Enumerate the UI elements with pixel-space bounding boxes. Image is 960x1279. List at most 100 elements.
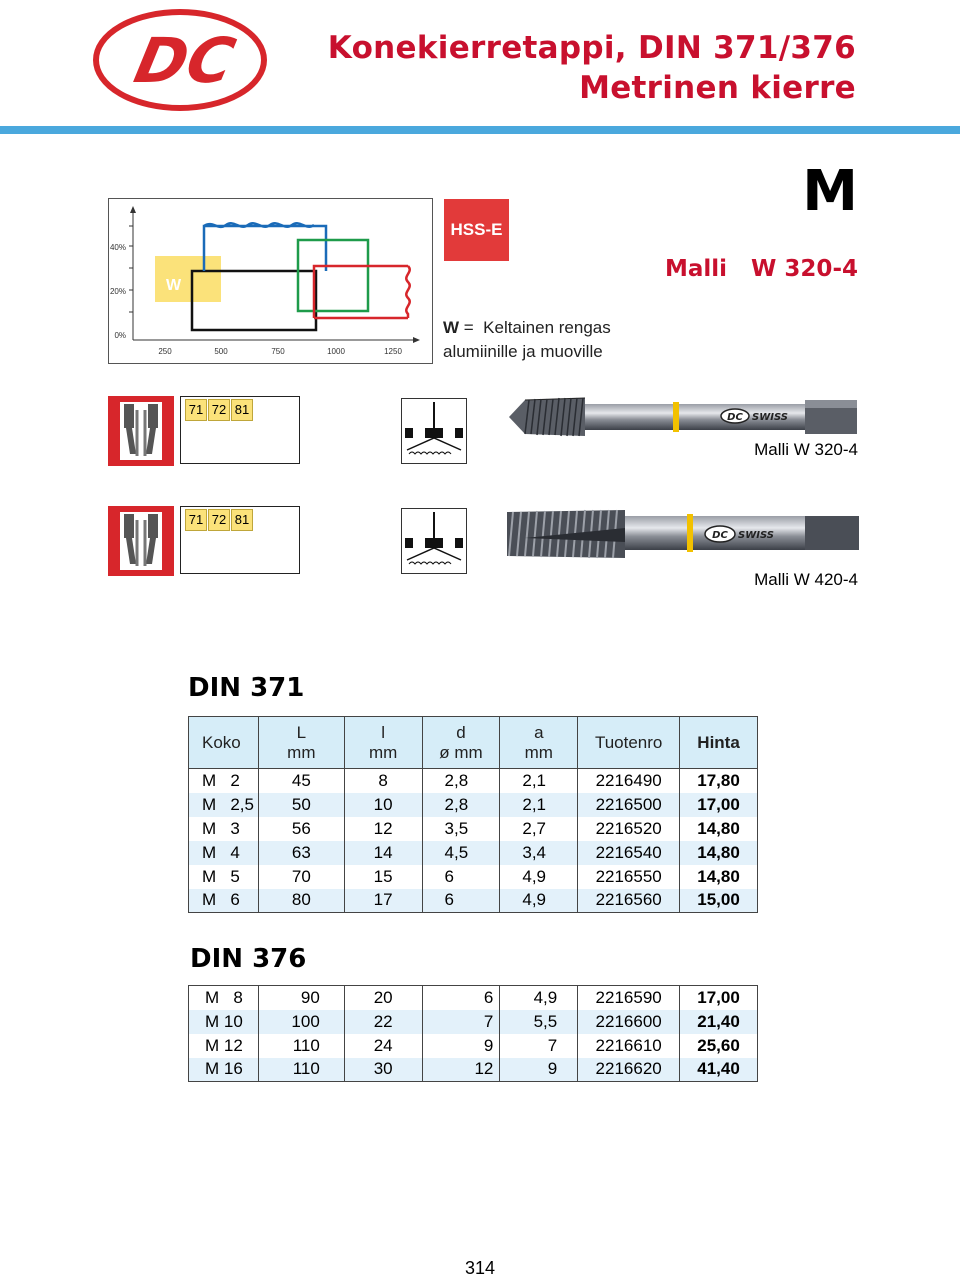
cell-a: 2,1 — [499, 768, 578, 793]
cell-d: 7 — [421, 1009, 500, 1034]
x-tick-250: 250 — [158, 347, 172, 356]
cell-koko: M 2 — [202, 770, 240, 790]
material-code: 81 — [231, 509, 253, 531]
cell-koko: M 2,5 — [188, 792, 259, 817]
cell-tuotenro: 2216560 — [577, 888, 680, 913]
tap-profile-icon — [108, 396, 174, 466]
w-note-key: W — [443, 318, 460, 337]
header-rule — [0, 126, 960, 134]
cell-koko: M 6 — [188, 888, 259, 913]
tap-chamfer-diagram-icon — [401, 508, 467, 574]
col-l-unit: mm — [368, 742, 398, 762]
cell-L: 80 — [257, 888, 345, 913]
cell-L: 63 — [257, 840, 345, 865]
cell-d: 6 — [421, 864, 500, 889]
cell-L: 45 — [257, 768, 345, 793]
cell-koko: M 12 — [205, 1035, 243, 1055]
cell-tuotenro: 2216500 — [577, 792, 680, 817]
cell-a: 7 — [499, 1033, 578, 1058]
w-note: W = Keltainen rengas alumiinille ja muov… — [443, 316, 611, 364]
product-label: Malli W 320-4 — [754, 440, 858, 459]
cell-a: 3,4 — [499, 840, 578, 865]
cell-tuotenro: 2216490 — [577, 768, 680, 793]
y-tick-0: 0% — [114, 331, 126, 340]
tap-profile-icon — [108, 506, 174, 576]
thread-type-letter: M — [802, 159, 858, 224]
cell-hinta: 17,80 — [679, 768, 758, 793]
material-code: 71 — [185, 399, 207, 421]
cell-L: 50 — [257, 792, 345, 817]
tap-image-w420: DC SWISS — [505, 498, 861, 564]
col-a-label: a — [534, 722, 544, 742]
w-note-line1: W = Keltainen rengas — [443, 316, 611, 340]
x-tick-500: 500 — [214, 347, 228, 356]
cell-a: 2,7 — [499, 816, 578, 841]
cell-a: 4,9 — [499, 864, 578, 889]
tap-brand-suffix: SWISS — [738, 530, 774, 541]
cell-koko: M 10 — [188, 1009, 259, 1034]
material-code-box: 71 72 81 — [180, 506, 300, 574]
cell-tuotenro: 2216540 — [577, 840, 680, 865]
logo-text: DC — [129, 25, 241, 97]
col-a-unit: mm — [524, 742, 553, 762]
cell-L: 110 — [257, 1033, 345, 1058]
cell-L: 100 — [257, 1009, 345, 1034]
w-area — [155, 256, 221, 302]
cell-tuotenro: 2216550 — [577, 864, 680, 889]
y-tick-20: 20% — [110, 287, 126, 296]
cell-hinta: 15,00 — [679, 888, 758, 913]
cell-L: 110 — [257, 1057, 345, 1082]
cell-koko: M 8 — [205, 987, 243, 1007]
w-area-label: W — [166, 277, 182, 294]
tap-brand-logo: DC — [712, 530, 728, 541]
material-code: 72 — [208, 399, 230, 421]
y-tick-40: 40% — [110, 243, 126, 252]
cell-hinta: 14,80 — [679, 840, 758, 865]
din371-heading: DIN 371 — [188, 673, 305, 703]
tap-brand-logo: DC — [727, 412, 743, 423]
cell-L: 90 — [257, 985, 345, 1010]
x-tick-750: 750 — [271, 347, 285, 356]
cell-l: 22 — [343, 1009, 423, 1034]
cell-d: 12 — [421, 1057, 500, 1082]
dc-logo: DC — [92, 8, 268, 112]
cell-hinta: 14,80 — [679, 864, 758, 889]
cell-d: 4,5 — [421, 840, 500, 865]
cell-a: 4,9 — [499, 985, 578, 1010]
cell-l: 17 — [343, 888, 423, 913]
cell-l: 14 — [343, 840, 423, 865]
cell-l: 20 — [343, 985, 423, 1010]
x-tick-1250: 1250 — [384, 347, 402, 356]
cell-L: 70 — [257, 864, 345, 889]
cell-tuotenro: 2216620 — [577, 1057, 680, 1082]
cell-d: 2,8 — [421, 768, 500, 793]
col-hinta: Hinta — [679, 716, 758, 769]
cell-l: 24 — [343, 1033, 423, 1058]
cell-l: 8 — [343, 768, 423, 793]
cell-hinta: 41,40 — [679, 1057, 758, 1082]
cell-a: 4,9 — [499, 888, 578, 913]
product-label: Malli W 420-4 — [754, 570, 858, 589]
w-note-line2: alumiinille ja muoville — [443, 342, 603, 361]
col-d-label: d — [456, 722, 466, 742]
cell-hinta: 25,60 — [679, 1033, 758, 1058]
cell-l: 15 — [343, 864, 423, 889]
cell-koko: M 16 — [188, 1057, 259, 1082]
cell-l: 10 — [343, 792, 423, 817]
cell-d: 6 — [421, 888, 500, 913]
col-L-label: L — [296, 722, 307, 742]
cell-hinta: 17,00 — [679, 792, 758, 817]
